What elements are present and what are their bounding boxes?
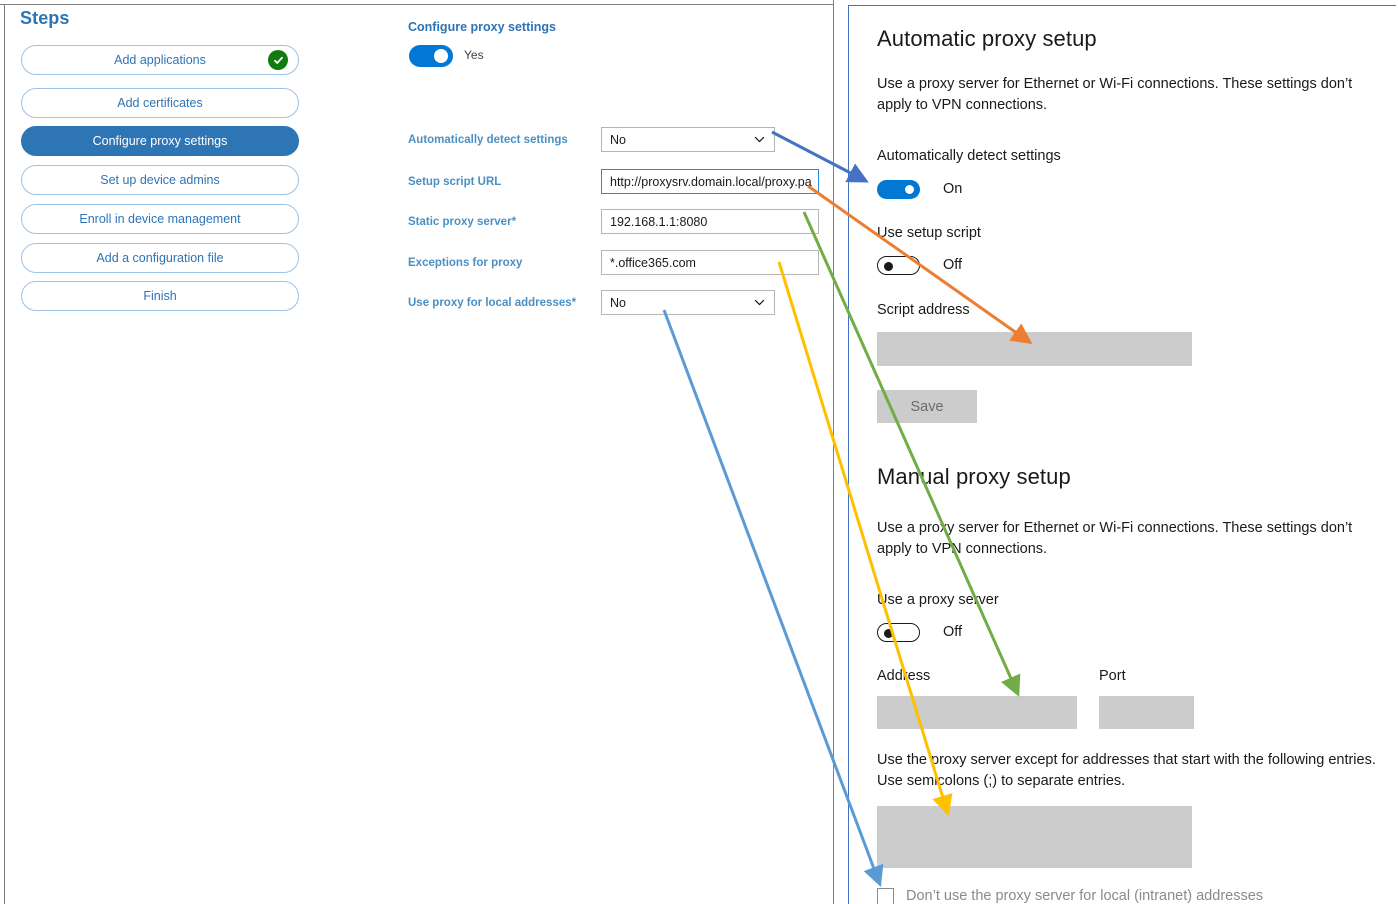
use-a-proxy-server-toggle[interactable] <box>877 623 920 642</box>
input-exceptions-for-proxy[interactable]: *.office365.com <box>601 250 819 275</box>
toggle-knob <box>434 49 448 63</box>
label-automatically-detect-settings: Automatically detect settings <box>408 134 568 146</box>
automatic-proxy-description: Use a proxy server for Ethernet or Wi-Fi… <box>877 76 1353 113</box>
script-address-label: Script address <box>877 302 970 318</box>
label-text: Static proxy server <box>408 216 512 228</box>
step-item-configure-proxy-settings[interactable]: Configure proxy settings <box>21 126 299 156</box>
address-input[interactable] <box>877 696 1077 729</box>
step-item-add-applications[interactable]: Add applications <box>21 45 299 75</box>
proxy-exceptions-input[interactable] <box>877 806 1192 868</box>
toggle-knob <box>905 185 914 194</box>
form-heading: Configure proxy settings <box>408 20 556 34</box>
address-label: Address <box>877 668 931 684</box>
windows-proxy-settings-panel: Automatic proxy setup Use a proxy server… <box>848 5 1396 904</box>
label-exceptions-for-proxy: Exceptions for proxy <box>408 257 523 269</box>
select-value: No <box>610 295 626 310</box>
manual-proxy-setup-heading: Manual proxy setup <box>877 464 1071 489</box>
toggle-knob <box>884 262 893 271</box>
toggle-knob <box>884 629 893 638</box>
use-setup-script-label: Use setup script <box>877 225 981 241</box>
port-label: Port <box>1099 668 1126 684</box>
use-setup-script-toggle[interactable] <box>877 256 920 275</box>
steps-title: Steps <box>20 8 70 28</box>
chevron-down-icon <box>754 136 765 143</box>
automatically-detect-settings-toggle[interactable] <box>877 180 920 199</box>
label-static-proxy-server: Static proxy server* <box>408 216 516 228</box>
step-label: Enroll in device management <box>79 212 241 226</box>
configure-proxy-toggle[interactable] <box>409 45 453 67</box>
required-marker: * <box>571 297 577 309</box>
port-input[interactable] <box>1099 696 1194 729</box>
step-item-finish[interactable]: Finish <box>21 281 299 311</box>
chevron-down-icon <box>754 299 765 306</box>
panel-divider <box>833 0 834 904</box>
step-label: Set up device admins <box>100 173 220 187</box>
select-value: No <box>610 132 626 147</box>
input-static-proxy-server[interactable]: 192.168.1.1:8080 <box>601 209 819 234</box>
input-setup-script-url[interactable]: http://proxysrv.domain.local/proxy.pa <box>601 169 819 194</box>
check-circle-icon <box>268 50 288 70</box>
step-label: Add certificates <box>117 96 203 110</box>
manual-proxy-description: Use a proxy server for Ethernet or Wi-Fi… <box>877 520 1353 557</box>
proxy-exceptions-description: Use the proxy server except for addresse… <box>877 752 1376 789</box>
step-item-enroll-in-device-management[interactable]: Enroll in device management <box>21 204 299 234</box>
bypass-local-addresses-label: Don’t use the proxy server for local (in… <box>906 888 1264 904</box>
step-label: Configure proxy settings <box>92 134 228 148</box>
step-label: Add applications <box>114 53 206 67</box>
use-a-proxy-server-state: Off <box>943 624 963 640</box>
save-button[interactable]: Save <box>877 390 977 423</box>
label-setup-script-url: Setup script URL <box>408 176 502 188</box>
select-use-proxy-for-local-addresses[interactable]: No <box>601 290 775 315</box>
step-label: Finish <box>143 289 177 303</box>
script-address-input[interactable] <box>877 332 1192 366</box>
input-value: *.office365.com <box>610 255 696 270</box>
label-use-proxy-for-local-addresses: Use proxy for local addresses* <box>408 297 576 309</box>
label-text: Use proxy for local addresses <box>408 297 572 309</box>
bypass-local-addresses-checkbox[interactable] <box>877 888 894 904</box>
step-item-add-a-configuration-file[interactable]: Add a configuration file <box>21 243 299 273</box>
save-button-label: Save <box>910 398 944 415</box>
automatic-proxy-setup-heading: Automatic proxy setup <box>877 26 1097 51</box>
step-label: Add a configuration file <box>96 251 224 265</box>
arrow-use-proxy-local <box>662 309 884 888</box>
use-setup-script-state: Off <box>943 257 963 273</box>
automatically-detect-settings-state: On <box>943 181 963 197</box>
input-value: http://proxysrv.domain.local/proxy.pa <box>610 174 812 189</box>
step-item-set-up-device-admins[interactable]: Set up device admins <box>21 165 299 195</box>
required-marker: * <box>511 216 517 228</box>
input-value: 192.168.1.1:8080 <box>610 214 708 229</box>
automatically-detect-settings-label: Automatically detect settings <box>877 148 1061 164</box>
top-divider <box>0 4 833 5</box>
step-item-add-certificates[interactable]: Add certificates <box>21 88 299 118</box>
use-a-proxy-server-label: Use a proxy server <box>877 592 999 608</box>
left-border <box>4 5 5 904</box>
configure-proxy-toggle-label: Yes <box>464 48 484 62</box>
select-automatically-detect-settings[interactable]: No <box>601 127 775 152</box>
